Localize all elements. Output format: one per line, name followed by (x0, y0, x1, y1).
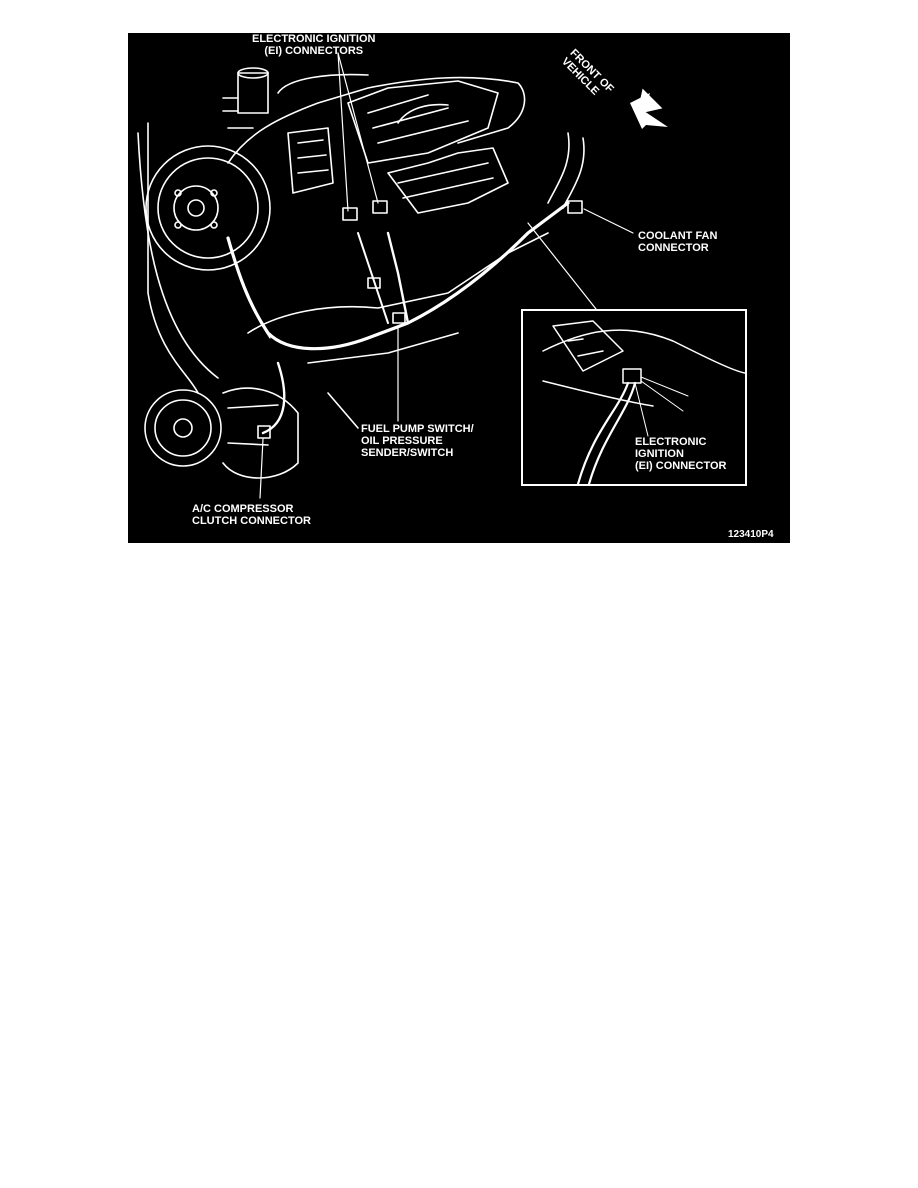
ei-connectors-label: ELECTRONIC IGNITION (EI) CONNECTORS (252, 33, 376, 57)
fuel-pump-switch-label: FUEL PUMP SWITCH/ OIL PRESSURE SENDER/SW… (361, 423, 474, 459)
inset-detail: ELECTRONIC IGNITION (EI) CONNECTOR (521, 309, 747, 486)
engine-illustration (137, 52, 634, 499)
engine-wiring-diagram: FRONT OF VEHICLE ELECTRONIC IGNITION (EI… (128, 33, 790, 543)
arrow-icon (630, 88, 668, 129)
ei-connector-inset-label: ELECTRONIC IGNITION (EI) CONNECTOR (635, 436, 727, 472)
inset-illustration (542, 320, 745, 484)
front-of-vehicle-indicator: FRONT OF VEHICLE (559, 45, 678, 135)
figure-code: 123410P4 (728, 529, 774, 540)
ac-compressor-connector-label: A/C COMPRESSOR CLUTCH CONNECTOR (192, 503, 311, 527)
coolant-fan-connector-label: COOLANT FAN CONNECTOR (638, 230, 718, 254)
